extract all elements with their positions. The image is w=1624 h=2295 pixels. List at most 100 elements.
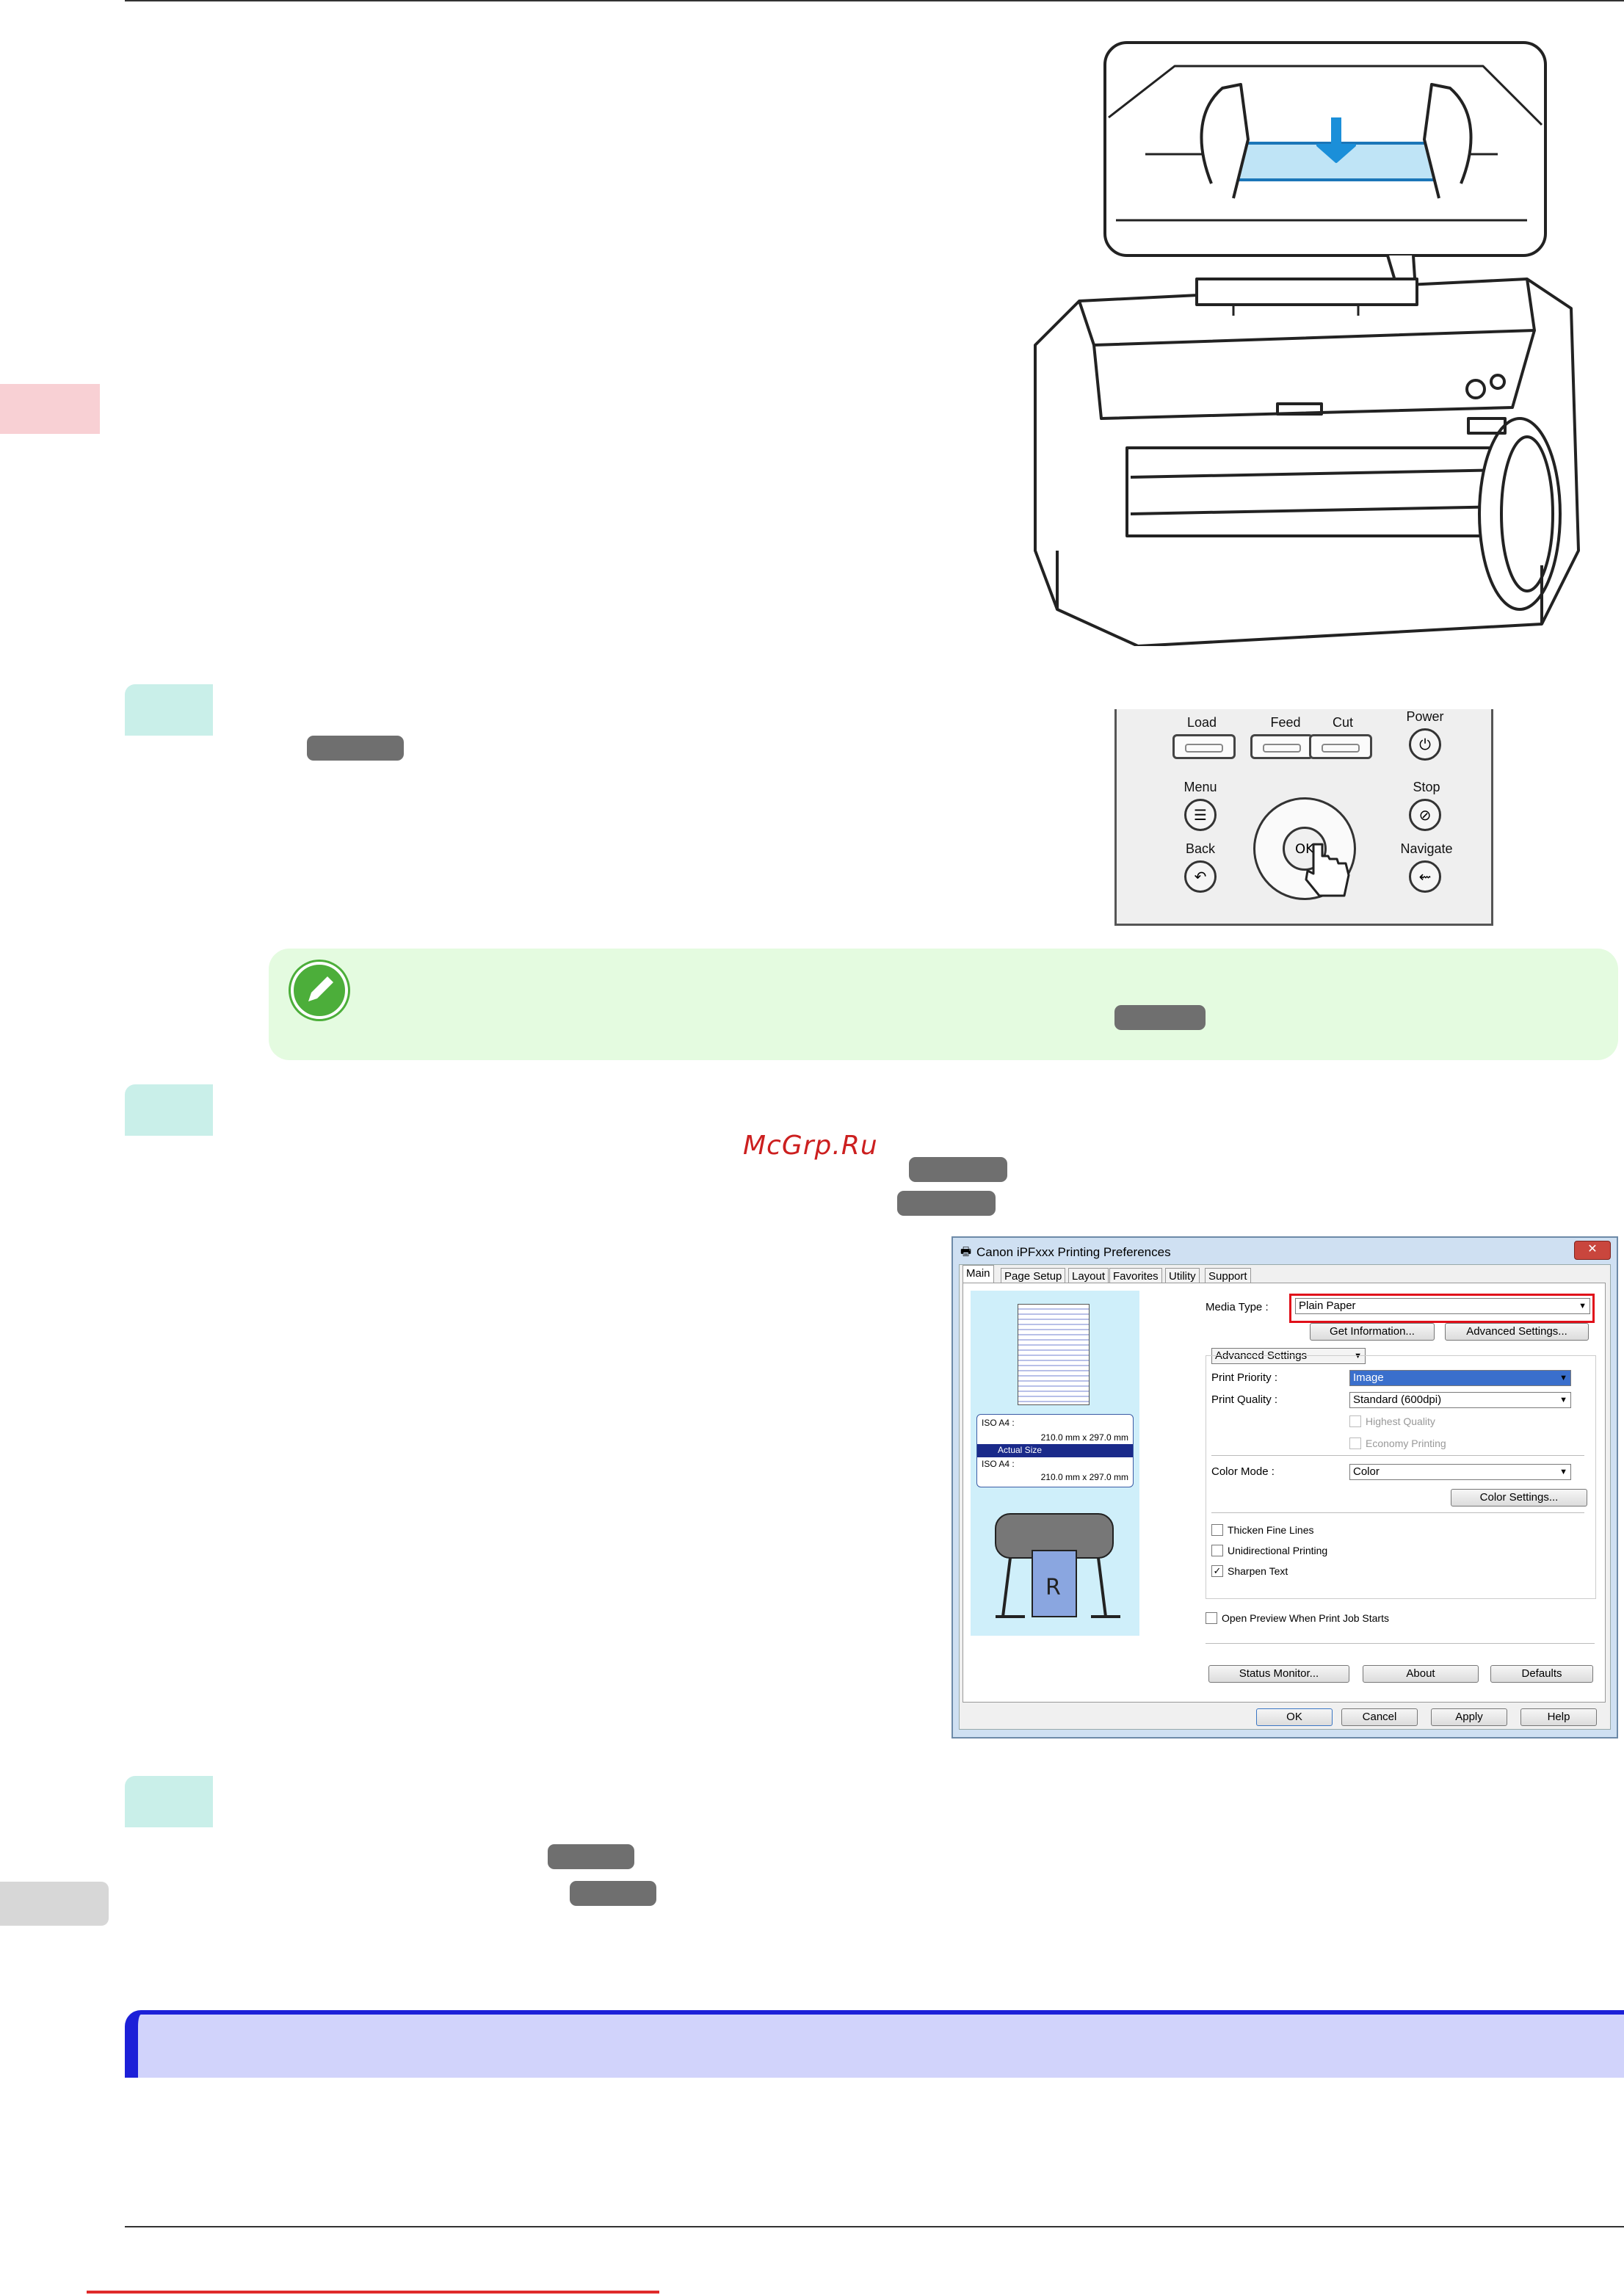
dropdown-arrow-icon: ▼	[1559, 1396, 1567, 1404]
reference-link[interactable]	[1114, 1005, 1206, 1030]
step-marker-2	[125, 1084, 213, 1136]
thicken-fine-lines-checkbox[interactable]	[1211, 1524, 1223, 1536]
unidirectional-printing-label: Unidirectional Printing	[1228, 1545, 1328, 1556]
source-dimensions: 210.0 mm x 297.0 mm	[1040, 1432, 1128, 1443]
power-button[interactable]: ⏻	[1409, 728, 1441, 761]
step-marker-1	[125, 684, 213, 736]
output-size: ISO A4 :	[982, 1459, 1015, 1469]
cut-label: Cut	[1332, 715, 1353, 730]
dialog-title: Canon iPFxxx Printing Preferences	[976, 1245, 1171, 1259]
print-quality-value: Standard (600dpi)	[1353, 1393, 1442, 1406]
page-preview	[1018, 1304, 1090, 1405]
tab-layout[interactable]: Layout	[1068, 1268, 1109, 1283]
preview-pane: ISO A4 : 210.0 mm x 297.0 mm Actual Size…	[971, 1291, 1139, 1636]
print-priority-label: Print Priority :	[1211, 1371, 1278, 1384]
dialog-close-button[interactable]: ✕	[1574, 1241, 1611, 1260]
dropdown-arrow-icon: ▼	[1559, 1374, 1567, 1382]
paper-size-box: ISO A4 : 210.0 mm x 297.0 mm Actual Size…	[976, 1414, 1134, 1487]
media-type-select[interactable]: Plain Paper ▼	[1295, 1298, 1590, 1314]
sharpen-text-label: Sharpen Text	[1228, 1565, 1288, 1577]
dialog-body: Main Page Setup Layout Favorites Utility…	[959, 1264, 1611, 1730]
dropdown-arrow-icon: ▼	[1559, 1468, 1567, 1476]
printer-drawing	[1034, 41, 1580, 648]
output-dimensions: 210.0 mm x 297.0 mm	[1040, 1472, 1128, 1482]
thicken-fine-lines-label: Thicken Fine Lines	[1228, 1524, 1314, 1536]
step-marker-3	[125, 1776, 213, 1827]
watermark-text: McGrp.Ru	[743, 1131, 878, 1161]
media-type-value: Plain Paper	[1299, 1299, 1356, 1312]
stop-button[interactable]: ⊘	[1409, 799, 1441, 831]
source-size: ISO A4 :	[982, 1418, 1015, 1428]
color-mode-value: Color	[1353, 1465, 1380, 1478]
ok-label: OK	[1295, 841, 1314, 857]
navigate-button[interactable]: ⇜	[1409, 860, 1441, 893]
highest-quality-label: Highest Quality	[1366, 1415, 1435, 1427]
section-header-bar	[125, 2010, 1624, 2078]
tab-support[interactable]: Support	[1205, 1268, 1251, 1283]
tab-page-setup[interactable]: Page Setup	[1001, 1268, 1066, 1283]
dropdown-arrow-icon: ▼	[1578, 1302, 1587, 1310]
sharpen-text-checkbox[interactable]: ✓	[1211, 1565, 1223, 1577]
back-label: Back	[1185, 841, 1216, 856]
top-rule	[125, 0, 1624, 1]
cancel-button[interactable]: Cancel	[1341, 1708, 1418, 1726]
color-mode-label: Color Mode :	[1211, 1465, 1275, 1478]
note-pencil-icon	[291, 962, 348, 1019]
load-label: Load	[1186, 715, 1217, 730]
economy-printing-checkbox[interactable]	[1349, 1437, 1361, 1449]
tab-favorites[interactable]: Favorites	[1109, 1268, 1162, 1283]
media-type-highlight	[1289, 1294, 1595, 1323]
reference-link[interactable]	[909, 1157, 1007, 1182]
get-information-button[interactable]: Get Information...	[1310, 1323, 1435, 1341]
load-button[interactable]	[1172, 734, 1236, 759]
color-mode-select[interactable]: Color ▼	[1349, 1464, 1571, 1480]
apply-button[interactable]: Apply	[1431, 1708, 1507, 1726]
navigate-label: Navigate	[1400, 841, 1453, 856]
menu-button[interactable]: ☰	[1184, 799, 1217, 831]
dropdown-arrow-icon: ▼	[1354, 1352, 1362, 1360]
actual-size-bar: Actual Size	[977, 1444, 1133, 1457]
reference-link[interactable]	[570, 1881, 656, 1906]
reference-link[interactable]	[897, 1191, 996, 1216]
feed-button[interactable]	[1250, 734, 1313, 759]
tab-main[interactable]: Main	[963, 1265, 994, 1283]
divider	[1211, 1512, 1584, 1513]
actual-size-label: Actual Size	[998, 1445, 1043, 1455]
tab-utility[interactable]: Utility	[1165, 1268, 1200, 1283]
open-preview-checkbox[interactable]	[1206, 1612, 1217, 1624]
status-monitor-button[interactable]: Status Monitor...	[1208, 1665, 1349, 1683]
bottom-rule	[125, 2226, 1624, 2227]
stop-label: Stop	[1413, 780, 1440, 794]
advanced-settings-button[interactable]: Advanced Settings...	[1445, 1323, 1589, 1341]
printer-preview-icon: R	[995, 1513, 1120, 1618]
note-box	[269, 949, 1618, 1060]
print-quality-select[interactable]: Standard (600dpi) ▼	[1349, 1392, 1571, 1408]
sheet-letter: R	[1045, 1575, 1061, 1600]
unidirectional-printing-checkbox[interactable]	[1211, 1545, 1223, 1556]
open-preview-label: Open Preview When Print Job Starts	[1222, 1612, 1389, 1624]
print-priority-select[interactable]: Image ▼	[1349, 1370, 1571, 1386]
highest-quality-checkbox[interactable]	[1349, 1415, 1361, 1427]
printer-icon: 🖶	[960, 1246, 972, 1258]
cut-button[interactable]	[1309, 734, 1372, 759]
print-priority-value: Image	[1353, 1371, 1384, 1384]
back-button[interactable]: ↶	[1184, 860, 1217, 893]
color-settings-button[interactable]: Color Settings...	[1451, 1489, 1587, 1507]
chapter-side-tab[interactable]	[0, 384, 100, 434]
about-button[interactable]: About	[1363, 1665, 1479, 1683]
ok-dialog-button[interactable]: OK	[1256, 1708, 1333, 1726]
section-side-tab[interactable]	[0, 1882, 109, 1926]
defaults-button[interactable]: Defaults	[1490, 1665, 1593, 1683]
menu-label: Menu	[1183, 780, 1217, 794]
media-type-label: Media Type :	[1206, 1301, 1269, 1313]
settings-group	[1206, 1355, 1596, 1599]
pointing-hand-icon	[1305, 843, 1350, 897]
reference-link[interactable]	[307, 736, 404, 761]
reference-link[interactable]	[548, 1844, 634, 1869]
economy-printing-label: Economy Printing	[1366, 1437, 1446, 1449]
divider	[1206, 1643, 1595, 1644]
feed-label: Feed	[1270, 715, 1301, 730]
help-button[interactable]: Help	[1520, 1708, 1597, 1726]
printer-illustration	[1013, 37, 1586, 648]
footer-red-line	[87, 2291, 659, 2294]
